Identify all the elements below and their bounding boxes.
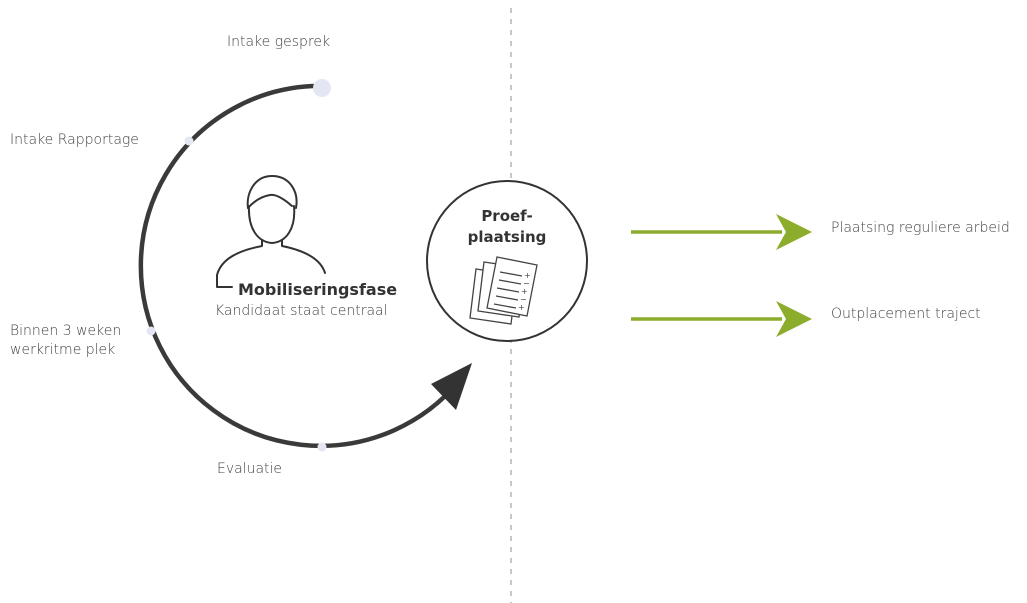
person-icon	[216, 175, 326, 288]
step-label-intake-gesprek: Intake gesprek	[227, 34, 331, 50]
step-label-line-1: Binnen 3 weken	[10, 323, 122, 339]
svg-text:−: −	[523, 279, 530, 288]
phase-title: Mobiliseringsfase	[238, 280, 398, 299]
step-dot-intake-rapportage	[184, 136, 194, 146]
outcome-label-plaatsing: Plaatsing reguliere arbeid	[831, 220, 1010, 236]
step-label-intake-rapportage: Intake Rapportage	[10, 132, 139, 148]
step-dot-evaluatie	[317, 442, 327, 452]
step-label-binnen-3-weken: Binnen 3 weken werkritme plek	[10, 322, 121, 360]
step-dot-binnen-3-weken	[146, 326, 156, 336]
outcome-label-outplacement: Outplacement traject	[831, 306, 981, 322]
svg-text:+: +	[524, 271, 531, 280]
svg-text:−: −	[520, 295, 527, 304]
proefplaatsing-title-line-1: Proef-	[481, 207, 533, 225]
outcome-arrow-2	[631, 301, 812, 337]
svg-text:+: +	[521, 287, 528, 296]
svg-text:+: +	[518, 303, 525, 312]
step-label-line-2: werkritme plek	[10, 342, 116, 358]
proefplaatsing-title-line-2: plaatsing	[467, 228, 547, 246]
cycle-arc	[138, 83, 463, 449]
outcome-arrow-1	[631, 214, 812, 250]
step-dot-intake-gesprek	[313, 79, 331, 97]
step-label-evaluatie: Evaluatie	[217, 461, 283, 477]
cycle-arrowhead	[431, 363, 472, 410]
proefplaatsing-title: Proef- plaatsing	[447, 206, 567, 248]
phase-subtitle: Kandidaat staat centraal	[215, 303, 388, 319]
documents-checklist-icon: + − + − +	[469, 256, 538, 325]
